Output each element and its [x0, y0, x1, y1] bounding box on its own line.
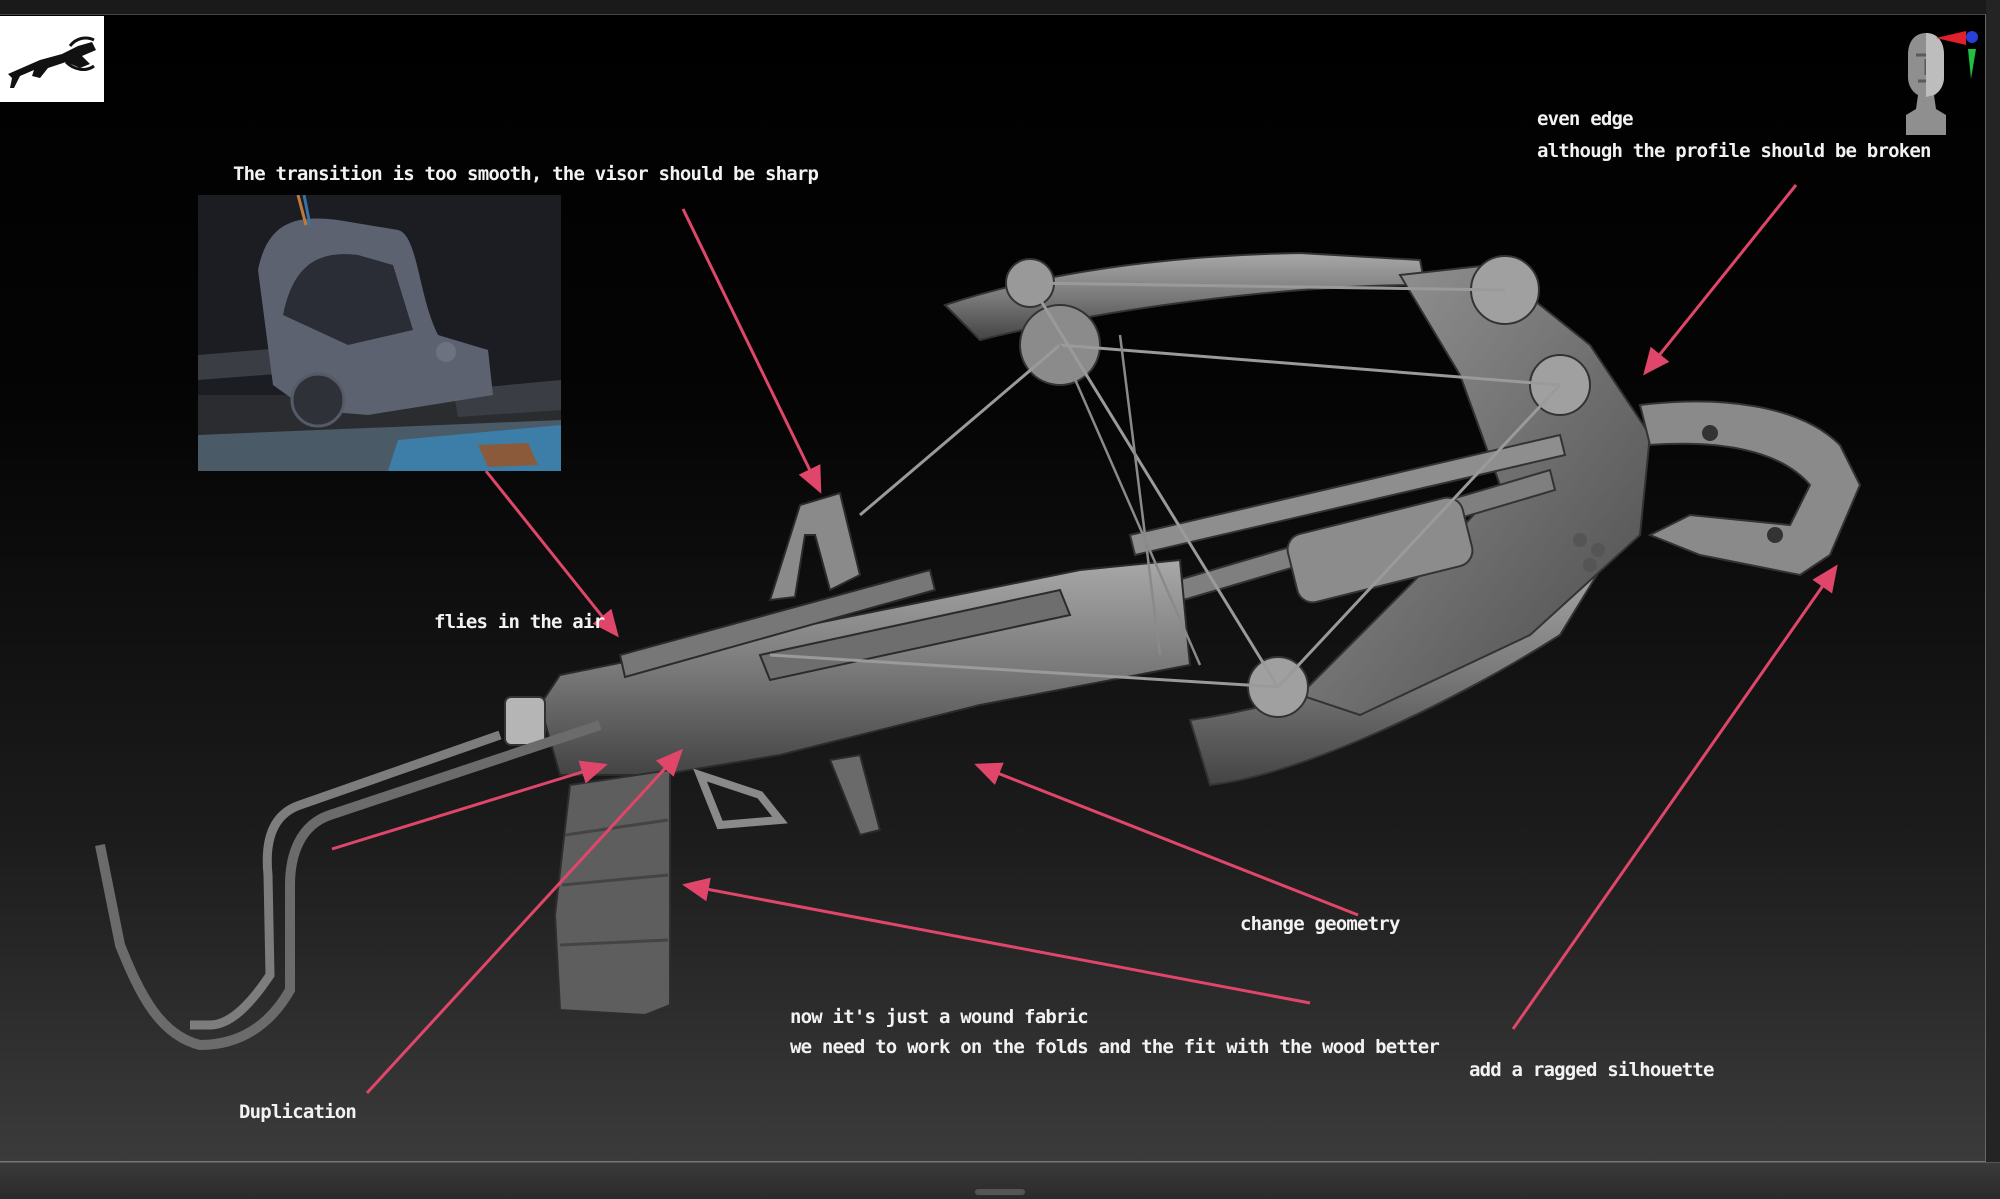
note-visor: The transition is too smooth, the visor … — [233, 163, 819, 185]
note-silhouette: add a ragged silhouette — [1469, 1059, 1715, 1081]
3d-viewport[interactable]: The transition is too smooth, the visor … — [0, 14, 1986, 1162]
arrow-flies — [484, 470, 619, 638]
resize-handle[interactable] — [975, 1189, 1025, 1195]
note-flies: flies in the air — [434, 611, 605, 633]
stock-wire-2 — [95, 720, 602, 1051]
note-geometry: change geometry — [1240, 913, 1400, 935]
stirrup — [1638, 400, 1862, 577]
axis-x-icon — [1936, 31, 1966, 45]
top-rail — [1128, 433, 1567, 557]
reference-photo — [198, 195, 561, 471]
cable — [1058, 334, 1202, 666]
axis-y-icon — [1968, 49, 1976, 79]
lever — [828, 753, 882, 837]
right-panel-edge — [1986, 0, 2000, 1162]
red-dot-sight — [768, 491, 862, 602]
arrow-edge — [1643, 184, 1798, 376]
crossbow-silhouette-icon — [8, 36, 96, 88]
winch-drum — [1286, 496, 1474, 604]
arrow-geometry — [974, 762, 1359, 917]
arrow-fabric — [682, 877, 1311, 1005]
note-edge-line2: although the profile should be broken — [1537, 140, 1931, 162]
arrow-duplication-2 — [331, 760, 608, 851]
head-bust-icon[interactable] — [1880, 25, 1980, 145]
axis-z-icon — [1966, 31, 1978, 43]
upper-receiver — [758, 588, 1072, 682]
stock-wire — [190, 730, 502, 1030]
note-fabric-line1: now it's just a wound fabric — [790, 1006, 1089, 1028]
crossbow-model[interactable] — [0, 15, 1985, 1161]
note-duplication: Duplication — [239, 1101, 357, 1123]
note-edge-line1: even edge — [1537, 108, 1634, 130]
trigger-guard — [693, 768, 788, 830]
arrow-silhouette — [1511, 564, 1838, 1030]
arrow-visor — [681, 208, 822, 494]
annotation-arrows — [331, 184, 1838, 1095]
note-fabric-line2: we need to work on the folds and the fit… — [790, 1036, 1440, 1058]
view-navigator[interactable] — [1880, 25, 1980, 145]
bow-string — [769, 281, 1562, 689]
picatinny-rail — [618, 568, 937, 679]
model-thumbnail[interactable] — [0, 16, 104, 102]
arrow-duplication-1 — [365, 748, 684, 1095]
bottom-toolbar[interactable] — [0, 1162, 2000, 1199]
